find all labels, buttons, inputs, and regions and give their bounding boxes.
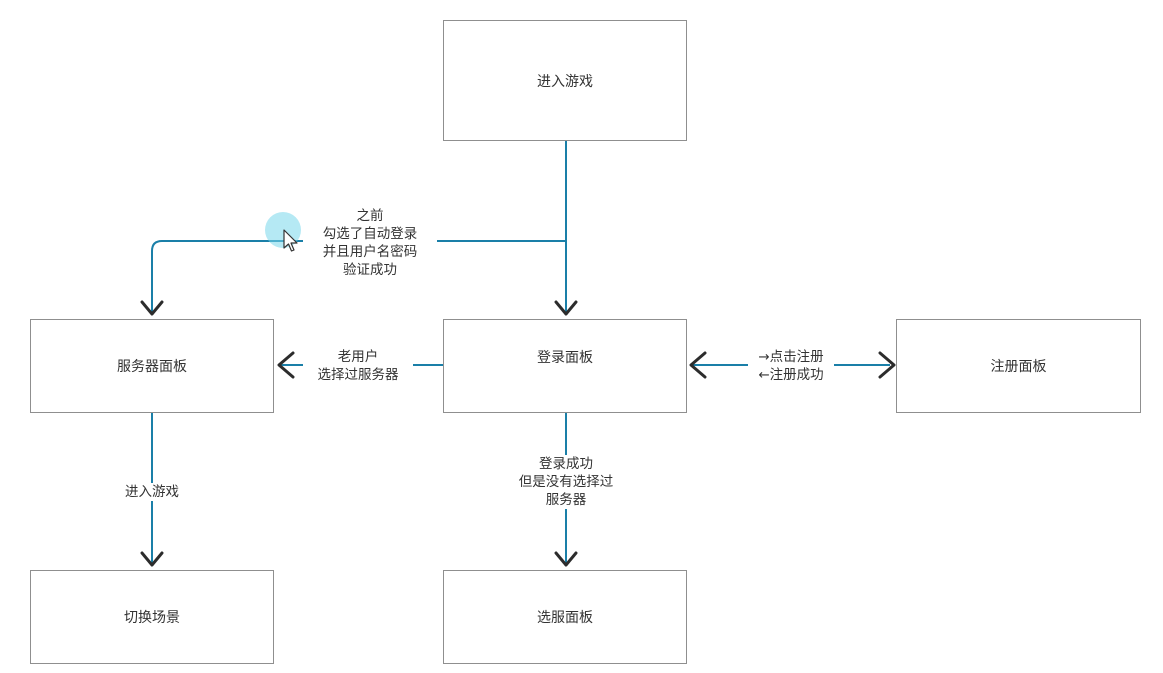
arrowhead-server-top	[140, 300, 164, 316]
node-switch-scene-label: 切换场景	[124, 610, 180, 626]
arrowhead-select-top	[554, 551, 578, 567]
node-switch-scene: 切换场景	[30, 570, 274, 664]
edge-label-old-user: 老用户 选择过服务器	[303, 348, 413, 384]
edge-label-line: ←注册成功	[758, 367, 824, 383]
edge-label-line: 勾选了自动登录	[322, 226, 418, 242]
node-register-panel: 注册面板	[896, 319, 1141, 413]
edge-label-line: 进入游戏	[125, 484, 179, 500]
node-login-panel: 登录面板	[443, 319, 687, 413]
edge-label-enter-game: 进入游戏	[112, 483, 192, 501]
edge-label-line: 并且用户名密码	[322, 244, 418, 260]
arrowhead-register-left	[878, 351, 896, 379]
node-login-panel-label: 登录面板	[537, 350, 593, 366]
node-enter-game-label: 进入游戏	[537, 73, 593, 90]
node-register-panel-label: 注册面板	[990, 359, 1047, 375]
edge-label-login-success: 登录成功 但是没有选择过 服务器	[500, 455, 632, 509]
node-select-server-panel-label: 选服面板	[537, 610, 593, 626]
node-select-server-panel: 选服面板	[443, 570, 687, 664]
edge-auto-login-to-server	[151, 240, 566, 313]
arrowhead-login-right	[689, 351, 707, 379]
mouse-pointer-icon	[283, 229, 298, 252]
arrowhead-server-right	[277, 351, 295, 379]
edge-label-line: 之前	[356, 208, 384, 224]
edge-label-line: 登录成功	[539, 456, 593, 472]
node-server-panel-label: 服务器面板	[117, 359, 187, 375]
arrowhead-scene-top	[140, 551, 164, 567]
edge-label-line: 选择过服务器	[317, 367, 399, 383]
edge-label-line: 但是没有选择过	[518, 474, 614, 490]
arrowhead-login-top	[554, 300, 578, 316]
edge-label-line: 验证成功	[343, 262, 397, 278]
edge-label-line: 服务器	[545, 492, 587, 508]
edge-label-auto-login: 之前 勾选了自动登录 并且用户名密码 验证成功	[303, 207, 437, 279]
node-server-panel: 服务器面板	[30, 319, 274, 413]
edge-label-line: 老用户	[337, 349, 379, 365]
node-enter-game: 进入游戏	[443, 20, 687, 141]
edge-label-register: →点击注册 ←注册成功	[748, 348, 834, 384]
edge-label-line: →点击注册	[758, 349, 824, 365]
